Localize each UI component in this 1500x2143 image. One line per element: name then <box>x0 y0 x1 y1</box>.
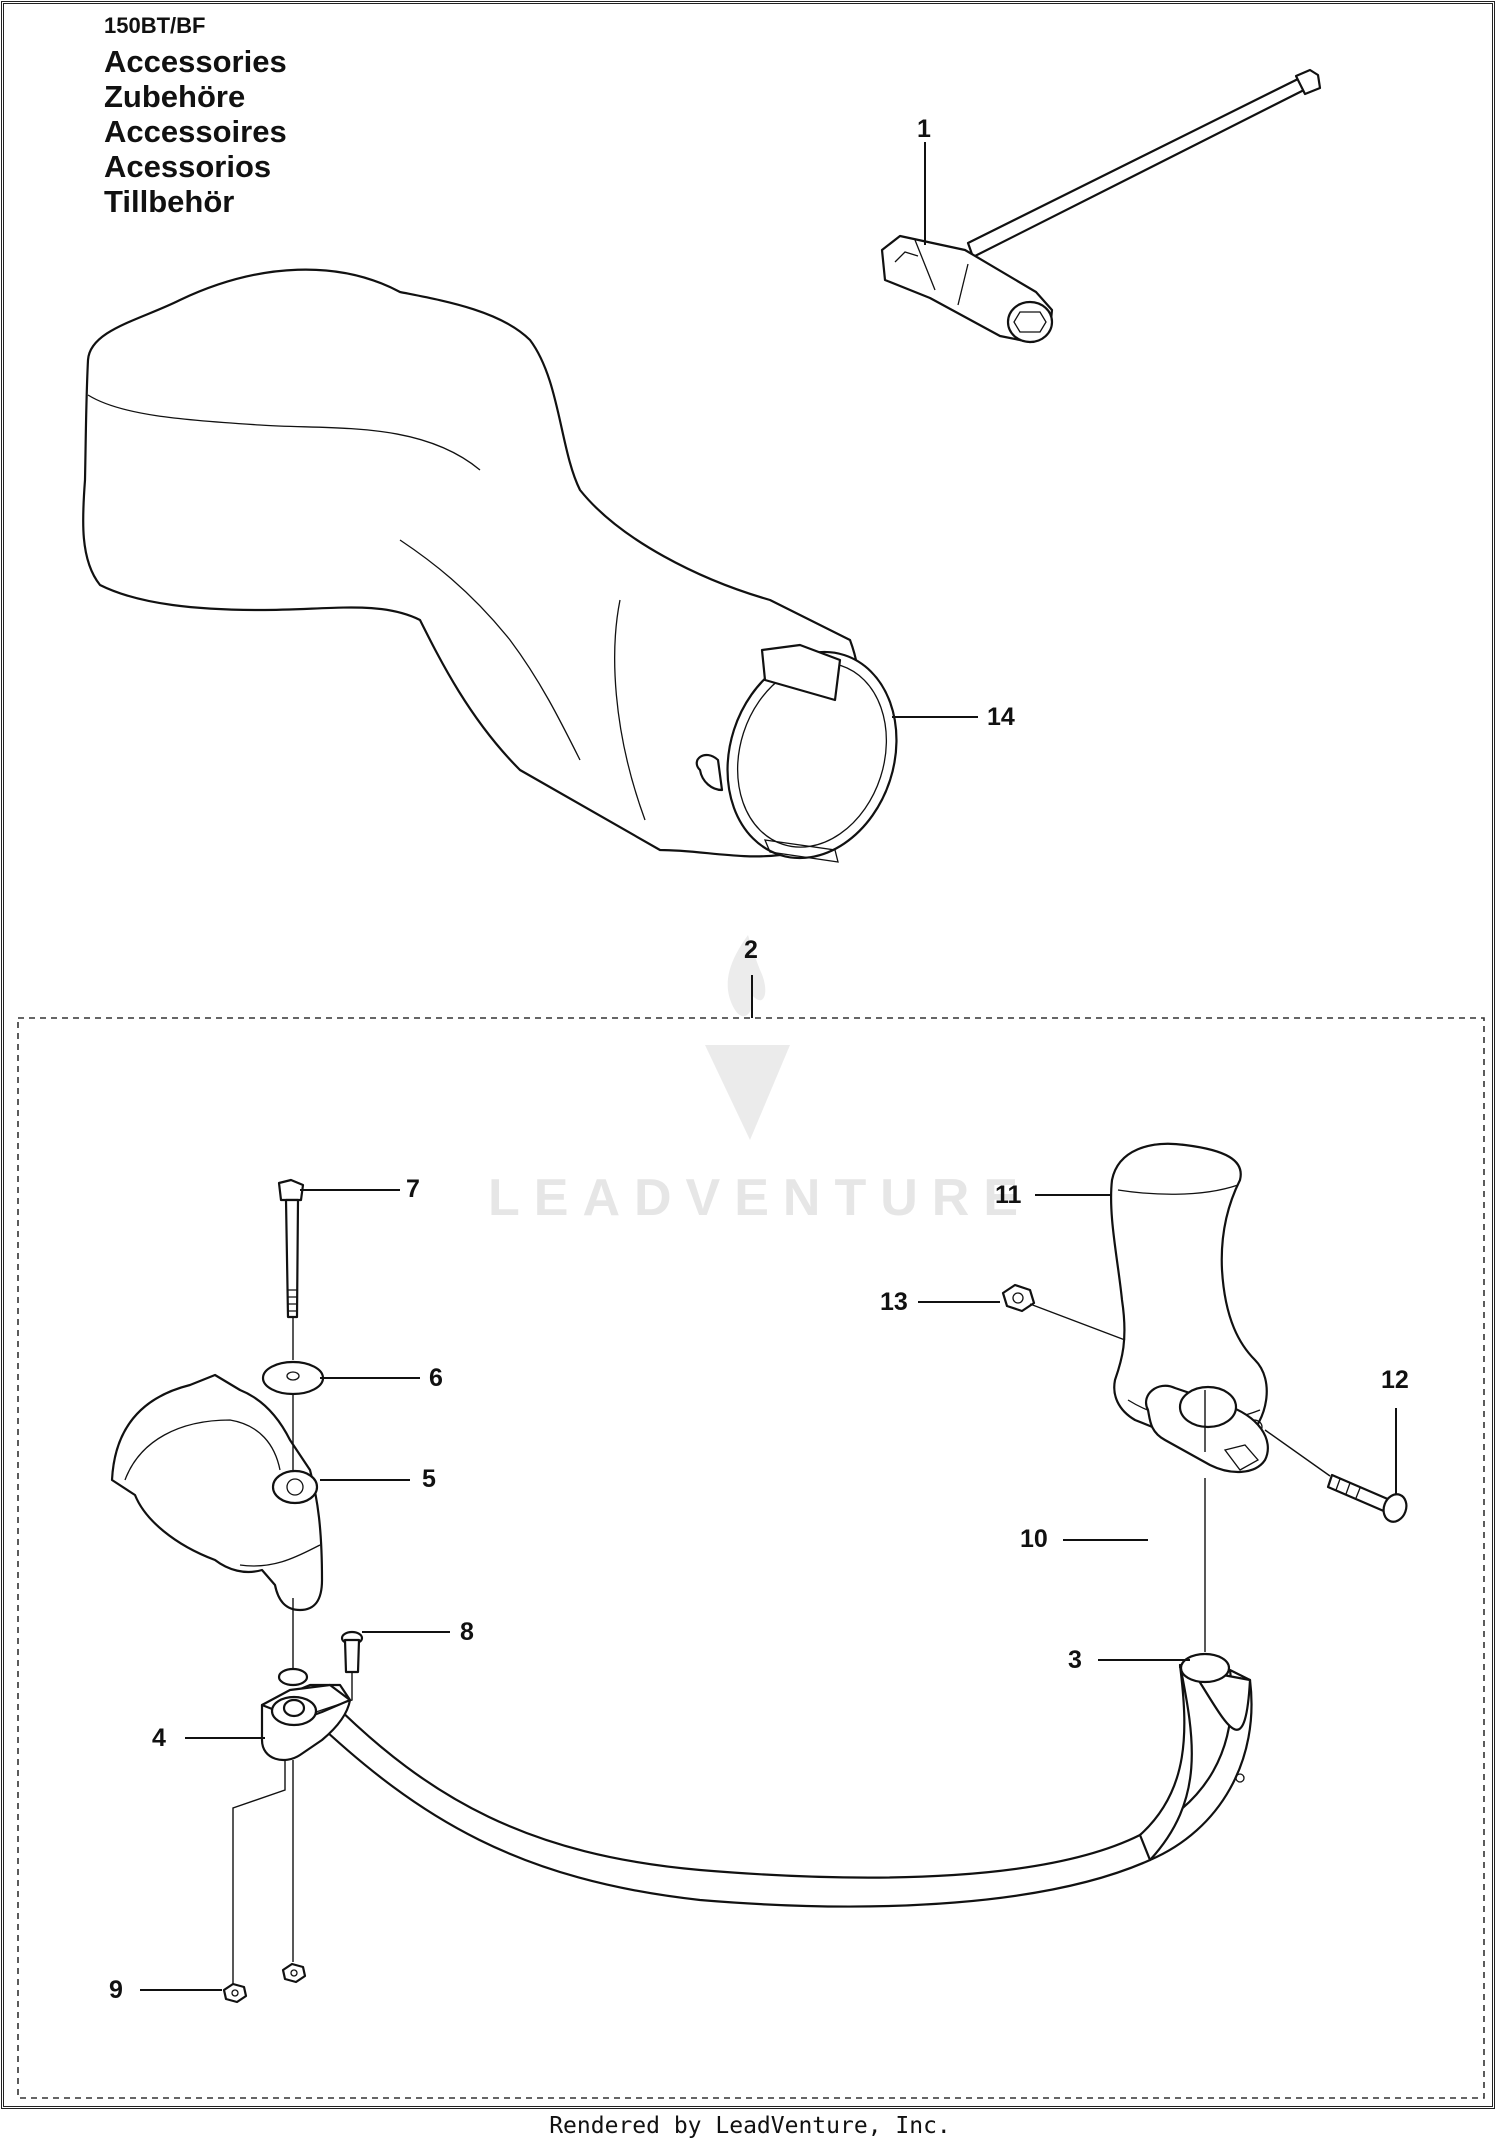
page-frame <box>1 1 1495 2109</box>
title-french: Accessoires <box>104 114 287 149</box>
part-flat-nozzle <box>82 268 898 863</box>
part-tube-clamp <box>110 1373 324 1612</box>
callout-1[interactable]: 1 <box>917 115 931 143</box>
part-nut-9 <box>222 1962 307 2004</box>
callout-13[interactable]: 13 <box>880 1288 908 1316</box>
part-handle-base <box>1145 1384 1269 1474</box>
part-handle-bracket <box>260 1667 352 1762</box>
callout-10[interactable]: 10 <box>1020 1525 1048 1553</box>
part-loop-handle <box>310 1652 1253 1908</box>
callout-2[interactable]: 2 <box>744 936 758 964</box>
title-english: Accessories <box>104 44 287 79</box>
callout-5[interactable]: 5 <box>422 1465 436 1493</box>
title-swedish: Tillbehör <box>104 184 235 219</box>
footer-credit: Rendered by LeadVenture, Inc. <box>549 2113 951 2139</box>
callout-14[interactable]: 14 <box>987 703 1015 731</box>
part-t-wrench <box>880 68 1322 344</box>
callout-8[interactable]: 8 <box>460 1618 474 1646</box>
callout-11[interactable]: 11 <box>995 1181 1022 1209</box>
part-bolt-7 <box>277 1178 305 1319</box>
callout-9[interactable]: 9 <box>109 1976 123 2004</box>
title-portuguese: Acessorios <box>104 149 272 184</box>
leader-lines <box>140 142 1397 1991</box>
part-screw-8 <box>340 1630 364 1674</box>
kit-boundary-box <box>17 1017 1485 2099</box>
callout-4[interactable]: 4 <box>152 1724 166 1752</box>
callout-6[interactable]: 6 <box>429 1364 443 1392</box>
watermark-text: LEADVENTURE <box>488 1169 1033 1227</box>
model-number: 150BT/BF <box>104 13 206 38</box>
part-nut-13 <box>1001 1283 1036 1313</box>
callout-12[interactable]: 12 <box>1381 1366 1409 1394</box>
title-german: Zubehöre <box>104 79 246 114</box>
watermark-logo <box>705 935 790 1140</box>
part-washer-6 <box>261 1360 325 1396</box>
callout-7[interactable]: 7 <box>406 1175 420 1203</box>
callout-3[interactable]: 3 <box>1068 1646 1082 1674</box>
part-bolt-12 <box>1326 1473 1408 1523</box>
title-block: 150BT/BF Accessories Zubehöre Accessoire… <box>104 12 287 219</box>
